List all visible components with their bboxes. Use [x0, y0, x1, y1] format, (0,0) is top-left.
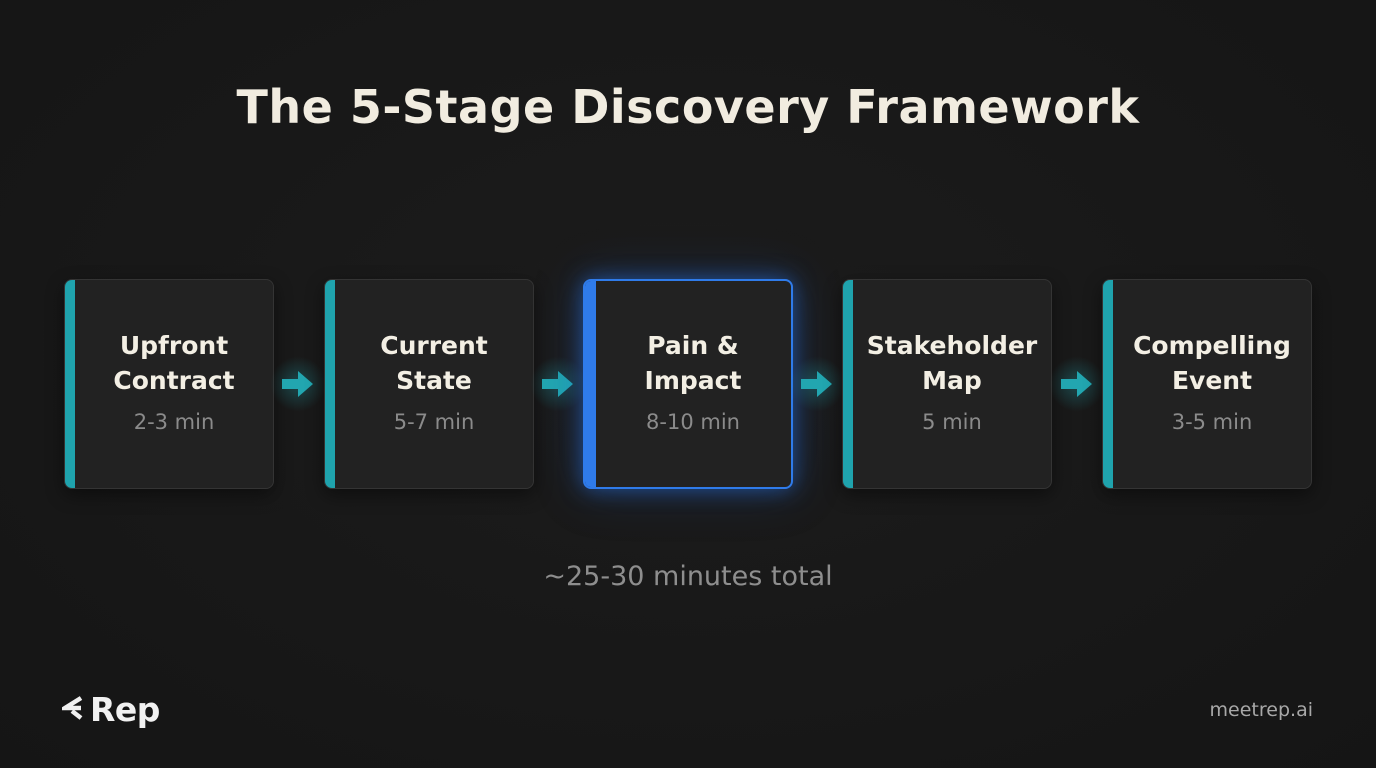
stage-name-line1: Compelling [1133, 331, 1291, 360]
stage-accent-bar [585, 281, 596, 487]
stage-accent-bar [65, 280, 75, 488]
stage-name: Pain & Impact [645, 328, 742, 398]
brand-logo: Rep [57, 690, 160, 729]
chevron-left-icon [57, 695, 84, 724]
brand-name: Rep [90, 690, 160, 729]
stage-accent-bar [1103, 280, 1113, 488]
stage-name-line1: Current [380, 331, 488, 360]
stage-name: Compelling Event [1133, 328, 1291, 398]
stage-name-line1: Pain & [647, 331, 739, 360]
stage-duration: 5 min [922, 410, 982, 434]
arrow-right-icon [1047, 354, 1107, 414]
stage-accent-bar [843, 280, 853, 488]
stage-card-current-state: Current State 5-7 min [324, 279, 534, 489]
stage-card-pain-impact: Pain & Impact 8-10 min [583, 279, 793, 489]
stage-accent-bar [325, 280, 335, 488]
stage-duration: 8-10 min [646, 410, 740, 434]
stage-name: Current State [380, 328, 488, 398]
stage-card-stakeholder-map: Stakeholder Map 5 min [842, 279, 1052, 489]
stage-name-line1: Upfront [119, 331, 229, 360]
stage-name-line2: Impact [644, 366, 742, 395]
stage-card-upfront-contract: Upfront Contract 2-3 min [64, 279, 274, 489]
stage-name-line2: Contract [113, 366, 235, 395]
arrow-right-icon [787, 354, 847, 414]
stage-duration: 3-5 min [1171, 410, 1253, 434]
stage-card-compelling-event: Compelling Event 3-5 min [1102, 279, 1312, 489]
website-link[interactable]: meetrep.ai [1209, 699, 1313, 721]
total-duration: ~25-30 minutes total [543, 561, 833, 592]
arrow-right-icon [528, 354, 588, 414]
stage-duration: 5-7 min [393, 410, 475, 434]
stage-name-line2: State [396, 366, 472, 395]
arrow-right-icon [268, 354, 328, 414]
stage-name: Upfront Contract [113, 328, 234, 398]
page-title: The 5-Stage Discovery Framework [236, 80, 1140, 134]
stage-name-line2: Map [922, 366, 982, 395]
stage-duration: 2-3 min [133, 410, 215, 434]
stage-name-line2: Event [1171, 366, 1253, 395]
stage-name: Stakeholder Map [867, 328, 1037, 398]
stage-name-line1: Stakeholder [866, 331, 1038, 360]
